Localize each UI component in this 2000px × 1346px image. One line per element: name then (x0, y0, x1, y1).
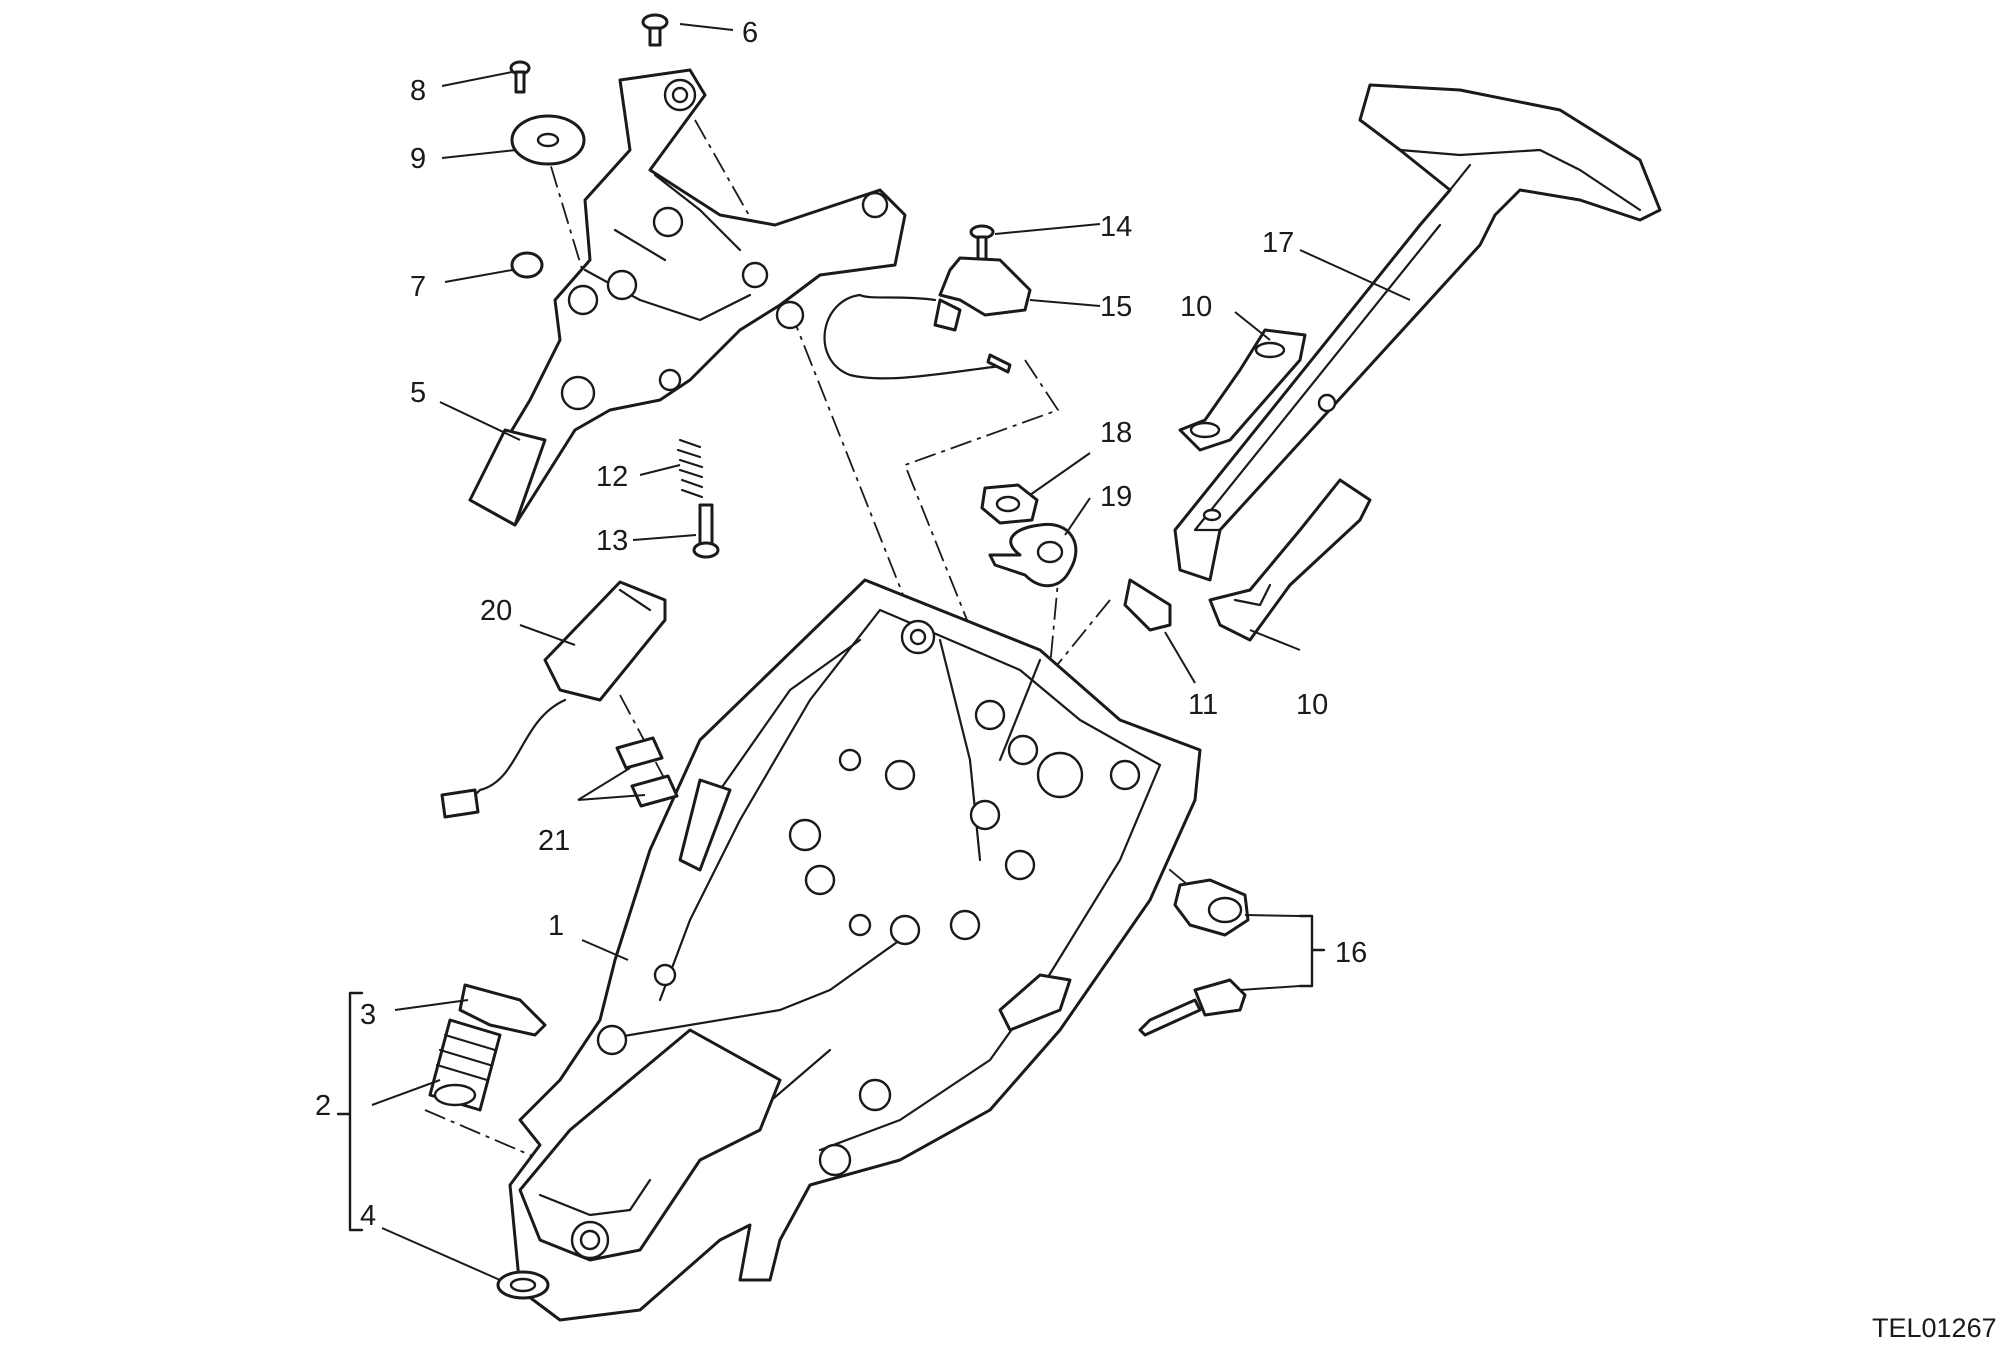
pad-part-11 (1123, 578, 1172, 632)
pads-part-21 (615, 736, 679, 808)
callout-20: 20 (480, 595, 512, 627)
key-part-16 (1138, 978, 1247, 1037)
callout-18: 18 (1100, 417, 1132, 449)
callout-6: 6 (742, 17, 758, 49)
callout-labels: 1 2 3 4 5 6 7 8 9 10 10 11 12 13 14 15 1… (315, 17, 1367, 1232)
callout-14: 14 (1100, 211, 1132, 243)
screw-part-14 (969, 224, 995, 262)
pin-part-13 (692, 503, 720, 559)
callout-4: 4 (360, 1200, 376, 1232)
leader-lines (371, 23, 1411, 1281)
bracket-part-5 (468, 68, 907, 527)
callout-2: 2 (315, 1090, 331, 1122)
lock-mechanism-part-15 (823, 256, 1032, 380)
callout-11: 11 (1188, 689, 1218, 721)
callout-9: 9 (410, 143, 426, 175)
callout-17: 17 (1262, 227, 1294, 259)
nut-part-18 (980, 483, 1039, 525)
group-bracket-16 (1298, 914, 1326, 988)
callout-10-upper: 10 (1180, 291, 1212, 323)
callout-15: 15 (1100, 291, 1132, 323)
callout-21: 21 (538, 825, 570, 857)
callout-13: 13 (596, 525, 628, 557)
callout-12: 12 (596, 461, 628, 493)
group-bracket-2 (336, 991, 364, 1232)
socket-assembly-part-2 (428, 983, 547, 1112)
drawing-code: TEL01267 (1872, 1313, 1997, 1343)
callout-8: 8 (410, 75, 426, 107)
callout-5: 5 (410, 377, 426, 409)
screw-part-8 (509, 60, 531, 94)
callout-1: 1 (548, 910, 564, 942)
module-part-20 (440, 580, 667, 819)
callout-7: 7 (410, 271, 426, 303)
grab-handle-part-17 (1173, 83, 1662, 582)
subframe-part-1 (508, 578, 1202, 1322)
guide-part-10-lower (1208, 478, 1372, 642)
spring-part-12 (676, 438, 704, 499)
guide-part-10-upper (1178, 328, 1307, 522)
lock-cylinder-part-16 (1173, 878, 1250, 937)
screw-part-6 (641, 13, 669, 47)
callout-16: 16 (1335, 937, 1367, 969)
cap-part-7 (510, 251, 544, 279)
callout-19: 19 (1100, 481, 1132, 513)
washer-part-9 (510, 114, 586, 166)
callout-3: 3 (360, 999, 376, 1031)
callout-10-lower: 10 (1296, 689, 1328, 721)
ring-nut-part-4 (496, 1270, 550, 1300)
clip-part-19 (988, 522, 1078, 588)
